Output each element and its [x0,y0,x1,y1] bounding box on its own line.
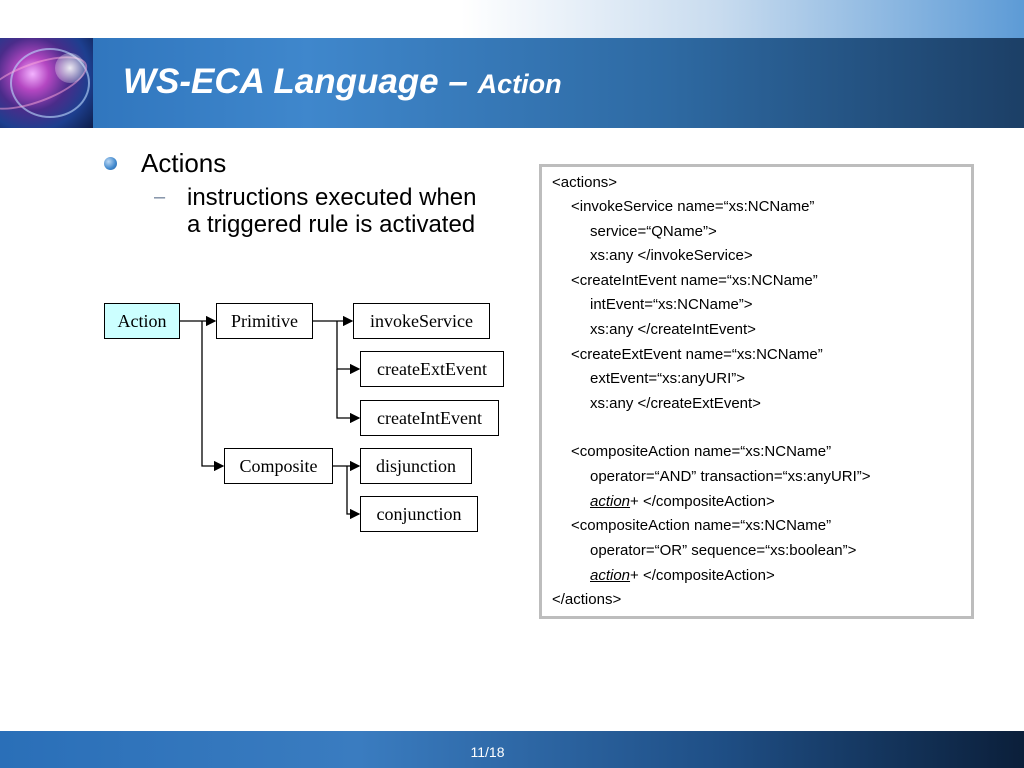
round-bullet-icon [104,157,117,170]
node-invoke-service: invokeService [353,303,490,339]
code-line: extEvent=“xs:anyURI”> [590,370,746,387]
code-line-rest: + </compositeAction> [630,493,775,510]
node-primitive: Primitive [216,303,313,339]
code-line: xs:any </invokeService> [590,247,753,264]
bullet-level2-line1: instructions executed when [187,184,477,211]
node-create-ext-event: createExtEvent [360,351,504,387]
title-bar [0,38,1024,128]
node-conjunction: conjunction [360,496,478,532]
dash-bullet-icon: – [154,186,166,208]
globe-logo-icon [0,38,93,128]
code-line: <actions> [552,174,618,191]
title-sub: Action [477,69,562,99]
code-line-rest: + </compositeAction> [630,567,775,584]
action-keyword: action [590,493,631,510]
code-line: operator=“OR” sequence=“xs:boolean”> [590,542,857,559]
node-create-int-event: createIntEvent [360,400,499,436]
code-line: operator=“AND” transaction=“xs:anyURI”> [590,468,871,485]
code-line-with-keyword: action+ </compositeAction> [590,567,775,584]
node-action: Action [104,303,180,339]
code-line: xs:any </createIntEvent> [590,321,756,338]
code-line: <createExtEvent name=“xs:NCName” [571,346,823,363]
code-line: intEvent=“xs:NCName”> [590,296,753,313]
edge-composite-conjunction [346,466,361,520]
node-composite: Composite [224,448,333,484]
node-disjunction: disjunction [360,448,472,484]
code-line: <invokeService name=“xs:NCName” [571,198,815,215]
code-line: xs:any </createExtEvent> [590,395,761,412]
code-line: service=“QName”> [590,223,717,240]
title-dash: – [438,62,478,101]
edge-action-composite [201,321,225,472]
edge-primitive-int [336,369,361,424]
code-line: <compositeAction name=“xs:NCName” [571,443,832,460]
code-line: <createIntEvent name=“xs:NCName” [571,272,818,289]
bullet-level2-line2: a triggered rule is activated [187,211,476,238]
code-line-with-keyword: action+ </compositeAction> [590,493,775,510]
bullet-level1: Actions [104,148,226,179]
bullet-level1-text: Actions [141,148,227,178]
code-line: </actions> [552,591,622,608]
code-line: <compositeAction name=“xs:NCName” [571,517,832,534]
title-main: WS-ECA Language [123,62,439,101]
slide-title: WS-ECA Language – Action [123,62,562,102]
action-keyword: action [590,567,631,584]
footer-bar [0,731,1024,768]
header-top-strip [0,0,1024,38]
page-number: 11/18 [470,744,505,760]
xml-schema-box [539,164,974,619]
